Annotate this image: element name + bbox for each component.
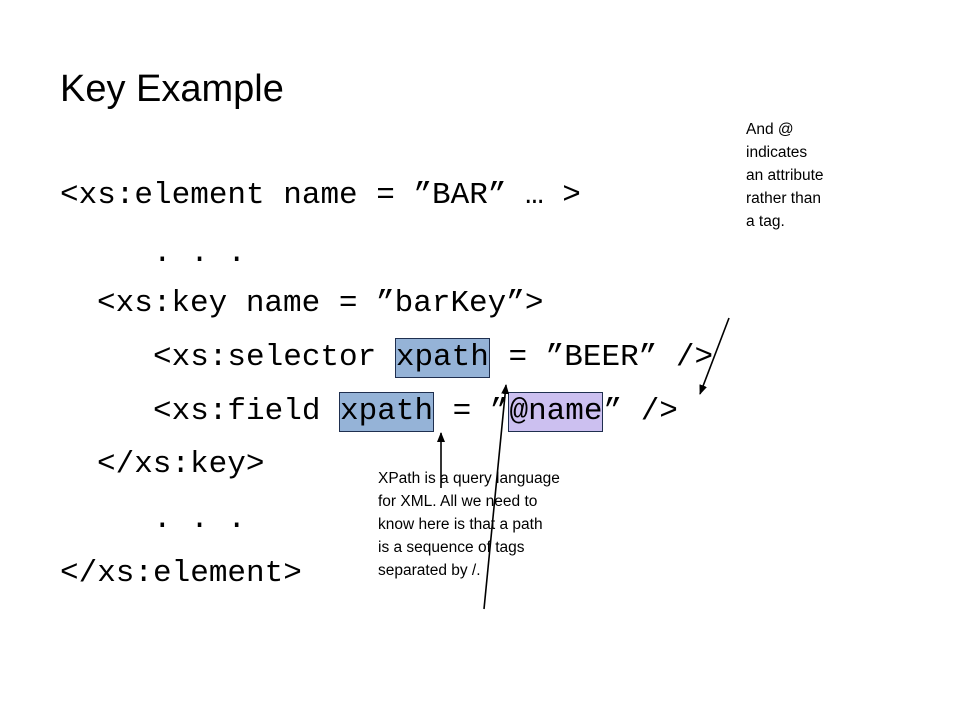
note-attribute-line: indicates <box>746 144 808 161</box>
code-line-element-open: <xs:element name = ”BAR” … > <box>60 178 581 213</box>
code-line-key-open: <xs:key name = ”barKey”> <box>97 286 544 321</box>
selector-xpath-highlight: xpath <box>394 338 490 378</box>
field-tag-text: <xs:field <box>153 394 340 429</box>
field-equals-text: = ” <box>434 394 509 429</box>
note-xpath-line: separated by /. <box>378 562 481 579</box>
note-xpath-line: for XML. All we need to <box>378 493 538 510</box>
code-line-ellipsis-1: . . . <box>153 236 247 271</box>
slide-title: Key Example <box>60 68 284 110</box>
code-line-element-close: </xs:element> <box>60 556 302 591</box>
note-xpath: XPath is a query language for XML. All w… <box>378 467 560 582</box>
selector-value-text: = ”BEER” /> <box>489 340 714 375</box>
code-line-key-close: </xs:key> <box>97 447 265 482</box>
note-xpath-line: know here is that a path <box>378 516 543 533</box>
note-attribute-line: a tag. <box>746 213 785 230</box>
field-close-text: ” /> <box>603 394 678 429</box>
code-line-ellipsis-2: . . . <box>153 502 247 537</box>
note-attribute-line: And @ <box>746 121 794 138</box>
note-attribute-line: an attribute <box>746 167 824 184</box>
field-xpath-highlight: xpath <box>339 392 435 432</box>
note-xpath-line: XPath is a query language <box>378 470 560 487</box>
note-attribute: And @ indicates an attribute rather than… <box>746 118 824 233</box>
code-line-selector: <xs:selector xpath = ”BEER” /> <box>153 338 713 378</box>
note-xpath-line: is a sequence of tags <box>378 539 525 556</box>
selector-tag-text: <xs:selector <box>153 340 395 375</box>
code-line-field: <xs:field xpath = ”@name” /> <box>153 392 678 432</box>
note-attribute-line: rather than <box>746 190 821 207</box>
field-name-attribute-highlight: @name <box>508 392 604 432</box>
